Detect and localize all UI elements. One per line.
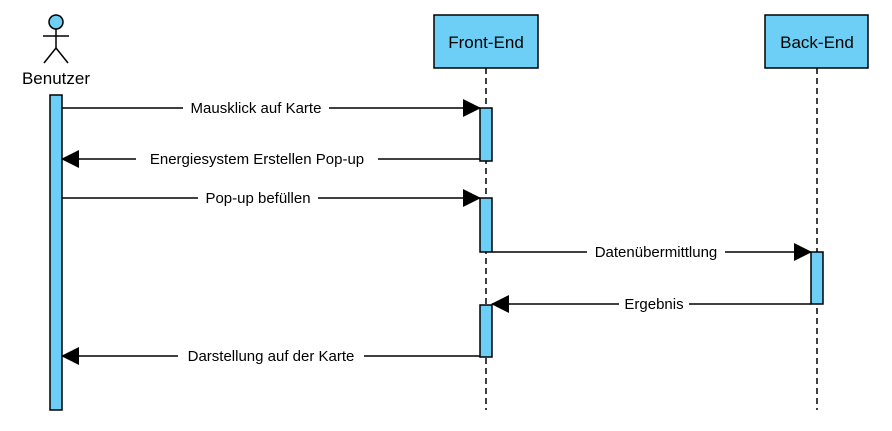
participant-box: [433, 14, 539, 69]
participant-label: Back-End: [780, 33, 854, 52]
label-background: [619, 295, 689, 313]
activation-bar-backend: [810, 251, 824, 305]
activation-bar-frontend: [479, 304, 493, 358]
participant-backend: Back-End: [764, 14, 869, 69]
label-background: [178, 347, 364, 365]
message-6: Darstellung auf der Karte: [61, 347, 480, 365]
message-label: Datenübermittlung: [595, 244, 718, 261]
participant-box: [764, 14, 869, 69]
label-background: [198, 189, 318, 207]
activation-bar-frontend: [479, 107, 493, 162]
message-label: Mausklick auf Karte: [191, 100, 322, 117]
actor-label: Benutzer: [22, 69, 90, 88]
message-4: Datenübermittlung: [492, 243, 812, 261]
participant-label: Front-End: [448, 33, 524, 52]
message-label: Energiesystem Erstellen Pop-up: [150, 151, 364, 168]
message-label: Pop-up befüllen: [205, 190, 310, 207]
label-background: [136, 150, 378, 168]
message-3: Pop-up befüllen: [62, 189, 481, 207]
label-background: [587, 243, 725, 261]
message-label: Darstellung auf der Karte: [188, 348, 355, 365]
participant-frontend: Front-End: [433, 14, 539, 69]
message-5: Ergebnis: [491, 295, 811, 313]
label-background: [183, 99, 329, 117]
message-1: Mausklick auf Karte: [62, 99, 481, 117]
message-2: Energiesystem Erstellen Pop-up: [61, 150, 480, 168]
message-label: Ergebnis: [624, 296, 683, 313]
actor-icon: [43, 14, 69, 64]
actor-benutzer: Benutzer: [22, 14, 90, 88]
activation-bar-benutzer: [49, 94, 63, 411]
activation-bar-frontend: [479, 197, 493, 253]
